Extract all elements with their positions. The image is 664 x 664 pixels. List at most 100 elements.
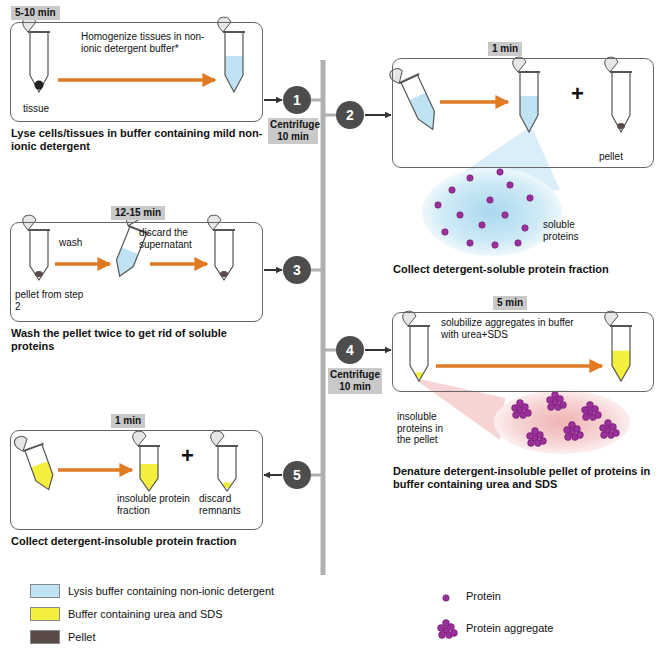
protein	[527, 195, 533, 201]
tube-outline	[410, 326, 428, 381]
step-connector	[264, 99, 282, 101]
spine-stub	[325, 114, 336, 117]
protein-aggregate	[613, 430, 620, 437]
step-number: 1	[283, 86, 311, 114]
tube	[403, 311, 430, 381]
tube-liquid	[520, 96, 538, 132]
plus-sign: +	[571, 83, 584, 105]
step-number-text: 5	[293, 467, 301, 483]
step-panel: 5 minsolubilize aggregates in buffer wit…	[392, 312, 654, 392]
step-number: 5	[283, 461, 311, 489]
tube	[211, 431, 238, 491]
legend-text: Buffer containing urea and SDS	[68, 608, 223, 620]
tube	[23, 215, 50, 280]
step-number: 3	[283, 256, 311, 284]
soluble-blob	[422, 168, 562, 256]
tube-outline	[401, 75, 441, 133]
duration-label: 1 min	[488, 42, 522, 56]
step-connector	[365, 114, 391, 116]
tube-rim	[28, 229, 50, 231]
tube-liquid	[612, 351, 630, 381]
protein-aggregate	[528, 440, 535, 447]
legend-entry: Lysis buffer containing non-ionic deterg…	[30, 584, 274, 598]
tube	[23, 17, 50, 92]
tube-cap	[133, 431, 146, 446]
step-annotation: solubilize aggregates in buffer with ure…	[441, 317, 591, 340]
plus-sign: +	[181, 445, 194, 467]
legend-text: Protein aggregate	[466, 622, 553, 634]
tube-rim	[213, 229, 235, 231]
protein	[457, 212, 463, 218]
tube-cap	[218, 17, 231, 32]
step-number-text: 4	[346, 342, 354, 358]
duration-label: 5 min	[493, 296, 527, 310]
tube-cap	[605, 311, 618, 326]
protein-aggregate	[513, 412, 520, 419]
legend-swatch	[30, 630, 60, 644]
process-arrow	[436, 364, 602, 368]
legend-entry: Protein	[430, 590, 501, 602]
protein-aggregate	[595, 412, 602, 419]
protein-aggregate	[587, 402, 594, 409]
duration-label: 5-10 min	[11, 6, 60, 20]
legend-swatch	[30, 584, 60, 598]
protein-aggregate	[565, 434, 572, 441]
protein	[442, 229, 448, 235]
tube	[218, 17, 245, 92]
protein	[502, 212, 508, 218]
step-number-text: 2	[346, 107, 354, 123]
tube-cap	[605, 57, 618, 72]
step-annotation: pellet from step 2	[15, 289, 87, 312]
duration-label: 12-15 min	[111, 206, 165, 220]
protein	[507, 182, 513, 188]
legend-text: Pellet	[68, 631, 96, 643]
step-annotation: soluble proteins	[543, 219, 605, 242]
tube-rim	[216, 445, 238, 447]
step-connector	[264, 269, 282, 271]
step-annotation: insoluble protein fraction	[117, 493, 193, 516]
protein	[467, 175, 473, 181]
tube-liquid	[140, 464, 158, 491]
tube	[605, 311, 632, 381]
step-number: 2	[336, 101, 364, 129]
tissue	[35, 81, 44, 90]
step-caption: Lyse cells/tissues in buffer containing …	[11, 127, 264, 153]
protein-aggregate	[451, 630, 458, 637]
step-panel: 12-15 minwashpellet from step 2discard t…	[10, 222, 263, 322]
step-caption: Denature detergent-insoluble pellet of p…	[393, 465, 655, 491]
tube-cap	[388, 66, 406, 85]
tube-outline	[140, 446, 158, 491]
tube-rim	[138, 445, 160, 447]
protein-aggregate	[548, 404, 555, 411]
protein-aggregate	[552, 392, 559, 399]
protein-aggregate	[517, 400, 524, 407]
protein-aggregate	[577, 432, 584, 439]
step-panel: 1 minsoluble proteins+pelletCollect dete…	[392, 58, 654, 168]
tube-rim	[223, 31, 245, 33]
process-spine	[321, 60, 326, 575]
tube	[13, 430, 59, 496]
legend-entry: Pellet	[30, 630, 96, 644]
process-arrow	[440, 100, 508, 104]
tube-outline	[612, 72, 630, 132]
tube-cap	[13, 434, 31, 453]
protein	[487, 197, 493, 203]
step-number-text: 1	[293, 92, 301, 108]
step-annotation: discard remnants	[199, 493, 259, 516]
tube-cap	[403, 311, 416, 326]
tube-rim	[23, 444, 44, 452]
protein-aggregate	[438, 625, 445, 632]
step-annotation: tissue	[23, 103, 83, 115]
tube-outline	[215, 230, 233, 280]
step-panel: 1 mininsoluble protein fraction+discard …	[10, 430, 263, 530]
tube-outline	[218, 446, 236, 491]
protein	[497, 169, 503, 175]
tube-rim	[28, 31, 50, 33]
protein-aggregate	[512, 405, 519, 412]
spine-stub	[311, 99, 321, 102]
step-annotation: pellet	[599, 151, 649, 163]
protein	[479, 222, 485, 228]
protein	[449, 187, 455, 193]
process-arrow	[150, 262, 207, 266]
protein-aggregate	[525, 410, 532, 417]
